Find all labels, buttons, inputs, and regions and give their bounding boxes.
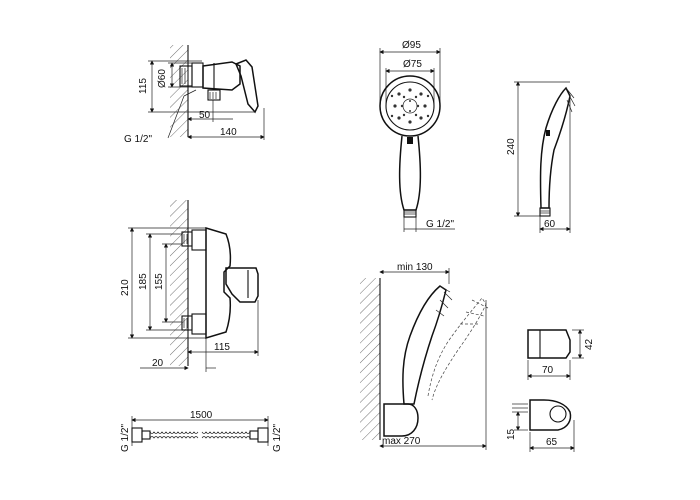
dim-mixer-side-height: 210 xyxy=(120,279,131,296)
dim-mixer-side-h2: 185 xyxy=(138,273,149,290)
dim-install-min: min 130 xyxy=(397,262,433,273)
shower-head-side-view: 240 60 xyxy=(506,81,576,233)
installation-view: min 130 max 270 xyxy=(360,262,489,450)
mixer-side-view: 210 185 155 115 20 xyxy=(120,200,259,372)
wall-hatch xyxy=(170,200,188,366)
dim-mixer-front-diam: Ø60 xyxy=(157,69,168,88)
mixer-front-view: 115 Ø60 50 140 G 1/2" xyxy=(124,45,265,145)
wall-hatch xyxy=(170,45,188,137)
hose-view: 1500 G 1/2" G 1/2" xyxy=(120,410,283,452)
dim-holder-w2: 65 xyxy=(546,437,558,448)
dim-mixer-side-depth: 115 xyxy=(214,342,230,353)
dim-holder-h2: 15 xyxy=(506,428,517,440)
dim-hose-thread-left: G 1/2" xyxy=(120,424,131,452)
dim-mixer-side-h3: 155 xyxy=(154,273,165,290)
dim-mixer-side-wall: 20 xyxy=(152,358,164,369)
dim-mixer-front-height: 115 xyxy=(138,78,149,94)
shower-head-front-view: Ø95 Ø75 G 1/2" xyxy=(379,40,455,232)
dim-mixer-front-offset: 50 xyxy=(199,110,211,121)
dim-install-max: max 270 xyxy=(382,436,421,447)
dim-mixer-front-depth: 140 xyxy=(220,127,237,138)
wall-hatch xyxy=(360,278,380,440)
dim-head-inner: Ø75 xyxy=(403,59,422,70)
dim-hose-length: 1500 xyxy=(190,410,213,421)
dim-hose-thread-right: G 1/2" xyxy=(272,424,283,452)
dim-holder-height: 42 xyxy=(584,338,595,350)
holder-views: 42 70 15 65 xyxy=(506,329,595,452)
dim-holder-width: 70 xyxy=(542,365,554,376)
dim-mixer-front-thread: G 1/2" xyxy=(124,134,152,145)
dim-head-thread: G 1/2" xyxy=(426,219,454,230)
dim-head-outer: Ø95 xyxy=(402,40,421,51)
dim-side-width: 60 xyxy=(544,219,556,230)
dim-side-length: 240 xyxy=(506,138,517,155)
